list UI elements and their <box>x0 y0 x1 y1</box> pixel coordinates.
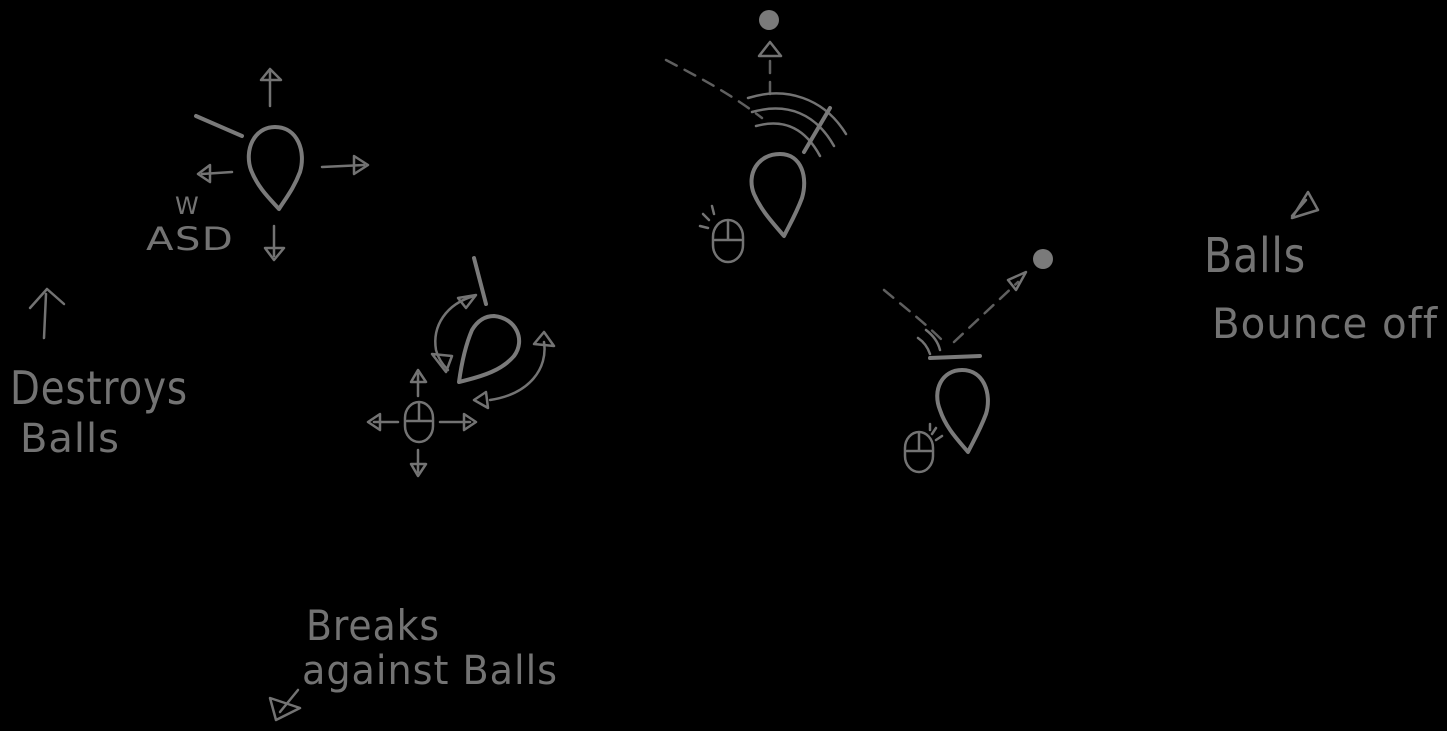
movement-diagram: W ASD <box>146 67 370 262</box>
bounce-note: Balls Bounce off <box>1204 190 1438 348</box>
incoming-trajectory-icon <box>882 288 946 344</box>
keys-w-label: W <box>175 192 200 220</box>
click-spark-icon <box>698 204 716 230</box>
shield-diagram <box>882 249 1053 474</box>
player-teardrop-icon <box>749 152 807 238</box>
breaks-line1: Breaks <box>306 601 440 650</box>
rotate-arrow-right-head-icon <box>532 330 556 348</box>
arrow-left-head-icon <box>196 163 212 184</box>
sword-icon <box>472 256 488 306</box>
rotate-arrow-left-head-icon <box>456 293 478 310</box>
shield-icon <box>928 354 982 360</box>
arrow-up-head-icon <box>28 287 66 310</box>
bounce-trajectory-icon <box>952 280 1020 344</box>
ball-icon <box>1033 249 1053 269</box>
swing-diagram <box>664 10 848 264</box>
mouse-icon <box>403 400 435 444</box>
bounce-line1: Balls <box>1204 228 1306 284</box>
arrow-right-icon <box>320 163 366 169</box>
rotate-arrow-left-icon <box>434 294 476 372</box>
click-spark-icon <box>928 422 944 442</box>
arrow-right-head-icon <box>352 154 370 176</box>
player-teardrop-icon <box>935 368 990 454</box>
arrow-up-head-icon <box>757 40 783 58</box>
rotate-arrow-left-tail-icon <box>430 352 454 374</box>
rotate-arrow-right-tail-icon <box>472 390 490 410</box>
breaks-note: Breaks against Balls <box>268 601 558 722</box>
arrow-up-icon <box>42 292 48 340</box>
arrow-down-left-head-icon <box>268 696 302 722</box>
rotate-arrow-right-icon <box>488 340 546 402</box>
arrow-up-head-icon <box>409 368 428 384</box>
destroys-line1: Destroys <box>10 361 188 415</box>
arrow-left-icon <box>200 170 234 176</box>
impact-arc-icon <box>916 328 942 356</box>
arrow-head-icon <box>1006 270 1028 292</box>
arrow-down-head-icon <box>409 462 428 478</box>
breaks-line2: against Balls <box>302 648 558 694</box>
ball-icon <box>759 10 779 30</box>
player-teardrop-icon <box>246 125 304 211</box>
arrow-up-head-icon <box>259 67 283 82</box>
mouse-icon <box>698 204 745 264</box>
destroys-line2: Balls <box>20 416 120 462</box>
arrow-down-left-icon <box>278 688 300 714</box>
arrow-left-head-icon <box>366 412 382 432</box>
sword-icon <box>194 114 244 138</box>
swing-arc-icon <box>754 122 822 158</box>
arrow-down-head-icon <box>263 246 286 262</box>
rotate-diagram <box>366 256 556 478</box>
player-teardrop-icon <box>457 314 522 384</box>
mouse-icon <box>903 422 944 474</box>
incoming-trajectory-icon <box>664 58 764 120</box>
swing-arc-icon <box>746 92 848 136</box>
arrow-up-head-icon <box>1290 190 1320 220</box>
sword-icon <box>802 106 832 154</box>
swing-arc-icon <box>750 107 836 148</box>
arrow-right-head-icon <box>462 412 478 432</box>
bounce-line2: Bounce off <box>1212 299 1438 348</box>
destroys-balls-note: Destroys Balls <box>10 287 188 462</box>
keys-asd-label: ASD <box>146 220 234 258</box>
